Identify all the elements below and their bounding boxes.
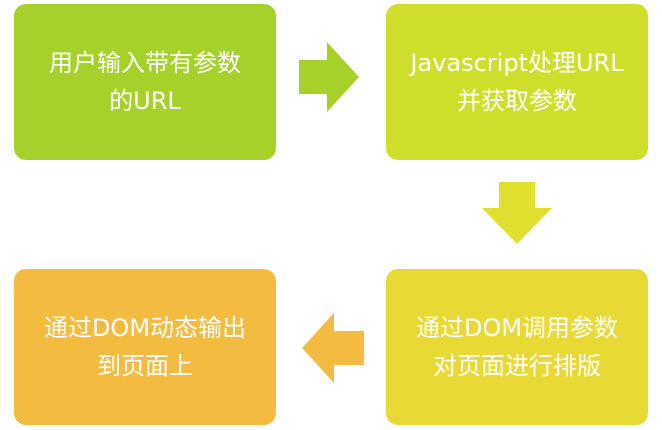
step-dom-layout-line-2: 对页面进行排版 — [432, 352, 601, 380]
arrow-left-icon — [302, 313, 364, 383]
arrow-right-icon — [299, 42, 359, 112]
step-dom-output-text: 通过DOM动态输出 到页面上 — [44, 309, 246, 385]
step-input-url-line-1: 用户输入带有参数 — [49, 49, 241, 77]
step-dom-layout-box: 通过DOM调用参数 对页面进行排版 — [386, 269, 648, 425]
step-input-url-box: 用户输入带有参数 的URL — [14, 4, 276, 160]
step-dom-output-line-1: 通过DOM动态输出 — [43, 314, 247, 342]
step-input-url-text: 用户输入带有参数 的URL — [49, 44, 241, 120]
step-js-process-text: Javascript处理URL 并获取参数 — [410, 44, 623, 120]
step-input-url-line-2: 的URL — [109, 87, 181, 115]
step-js-process-line-1: Javascript处理URL — [410, 49, 624, 77]
step-dom-layout-line-1: 通过DOM调用参数 — [415, 314, 619, 342]
arrow-down-icon — [482, 182, 552, 244]
step-js-process-box: Javascript处理URL 并获取参数 — [386, 4, 648, 160]
step-js-process-line-2: 并获取参数 — [457, 87, 577, 115]
step-dom-output-box: 通过DOM动态输出 到页面上 — [14, 269, 276, 425]
step-dom-layout-text: 通过DOM调用参数 对页面进行排版 — [416, 309, 618, 385]
step-dom-output-line-2: 到页面上 — [96, 352, 193, 380]
